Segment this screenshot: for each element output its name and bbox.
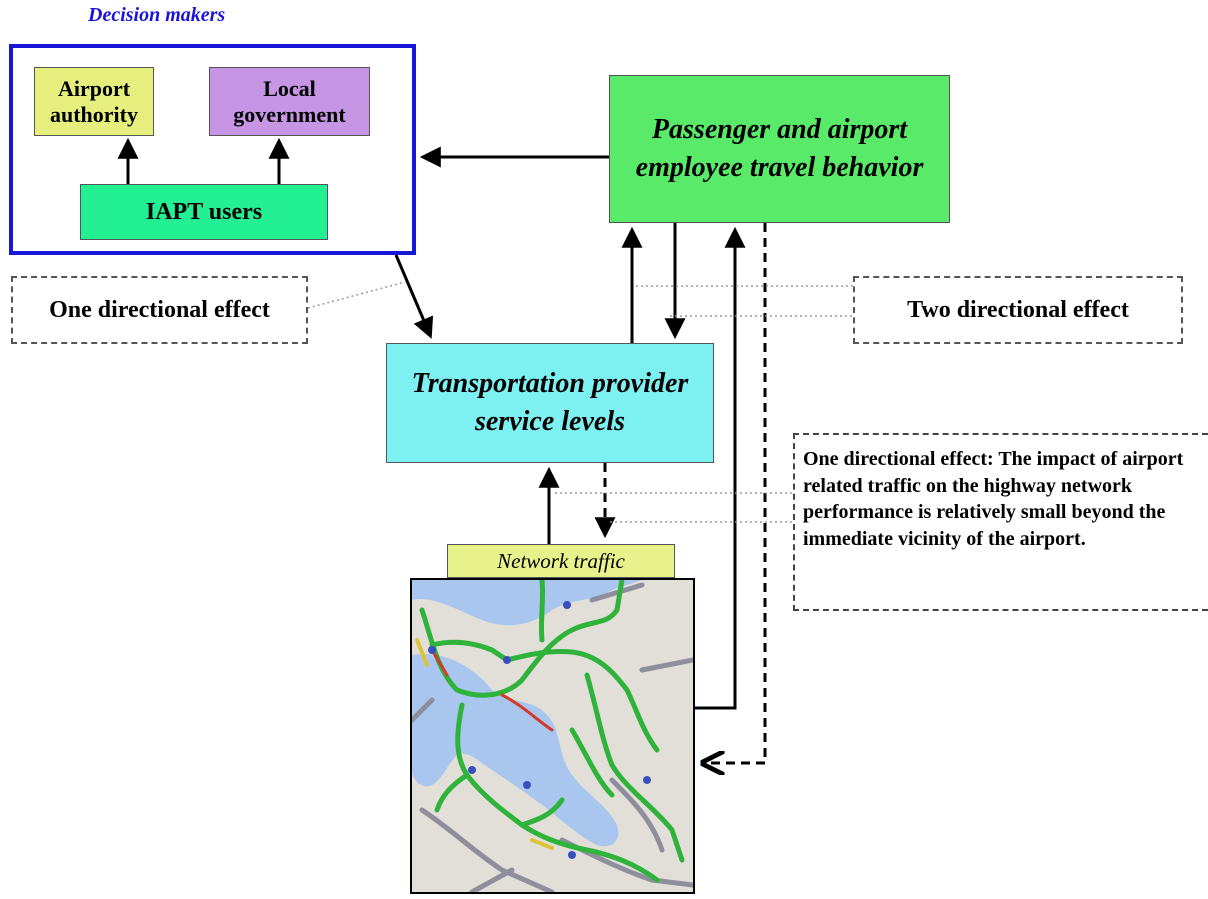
- one-directional-note: One directional effect: The impact of ai…: [803, 448, 1184, 550]
- leader-one-directional: [307, 281, 406, 309]
- note-callout-box: [793, 433, 1208, 611]
- transportation-service-box: Transportation provider service levels: [386, 343, 714, 463]
- decision-makers-group: [9, 44, 416, 255]
- local-government-box: Local government: [209, 67, 370, 136]
- iapt-users-box: IAPT users: [80, 184, 328, 240]
- arrow-map-to-passenger: [695, 226, 746, 710]
- one-directional-effect-label: One directional effect: [11, 276, 308, 344]
- dashed-arrow-passenger-to-map: [703, 223, 767, 763]
- network-traffic-label: Network traffic: [447, 544, 675, 578]
- passenger-behavior-box: Passenger and airport employee travel be…: [609, 75, 950, 223]
- bay-area-map-image: [412, 580, 693, 892]
- airport-authority-box: Airport authority: [34, 67, 154, 136]
- two-directional-effect-label: Two directional effect: [853, 276, 1183, 344]
- network-traffic-map: [410, 578, 695, 894]
- arrow-decision-to-transport: [394, 254, 434, 339]
- decision-makers-title: Decision makers: [88, 4, 226, 26]
